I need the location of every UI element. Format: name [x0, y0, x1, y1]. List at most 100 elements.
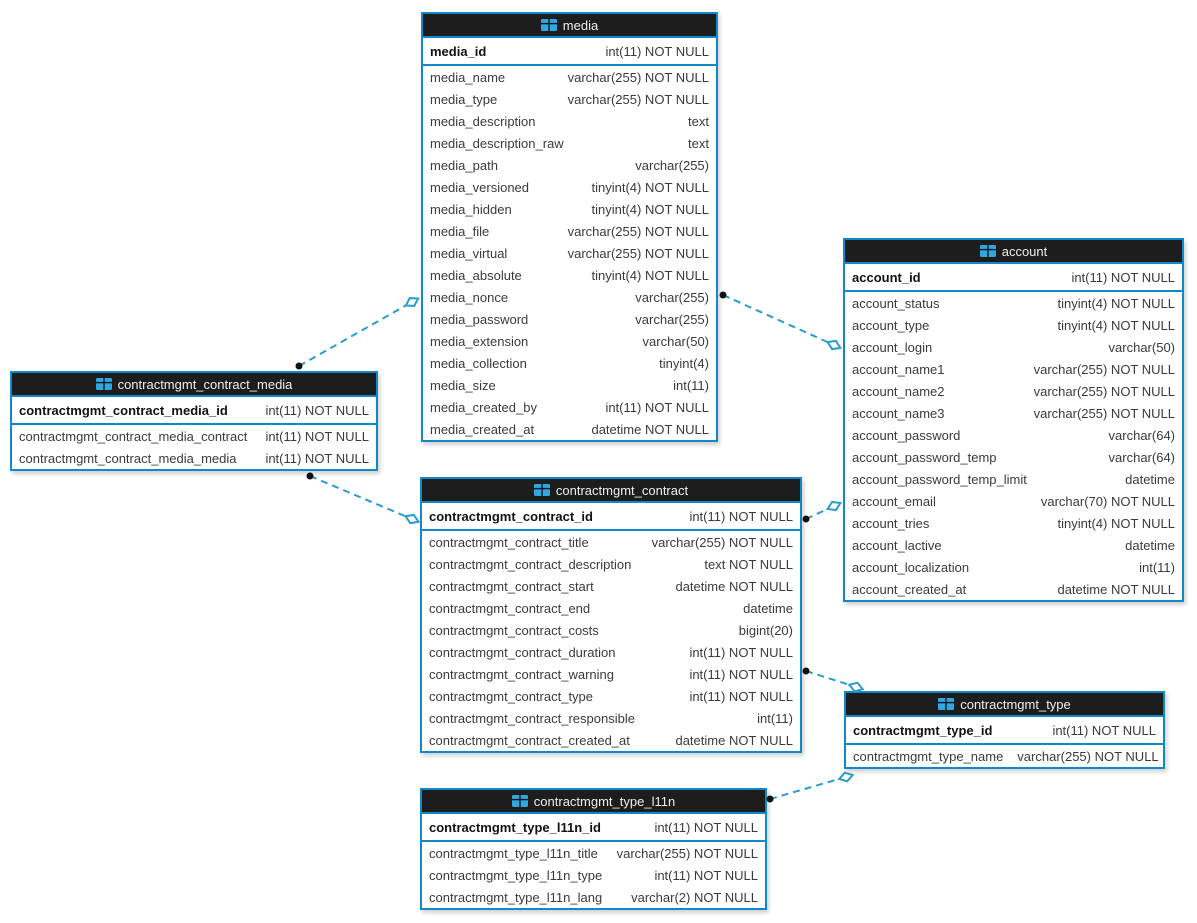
table-row: media_size int(11): [423, 374, 716, 396]
primary-key-section: contractmgmt_type_l11n_id int(11) NOT NU…: [422, 814, 765, 842]
column-name: media_name: [430, 69, 506, 85]
column-name: contractmgmt_contract_title: [429, 534, 589, 550]
table-row: media_absolute tinyint(4) NOT NULL: [423, 264, 716, 286]
column-type: int(11) NOT NULL: [689, 644, 793, 660]
columns-section: contractmgmt_contract_media_contract int…: [12, 425, 376, 469]
column-name: contractmgmt_type_name: [853, 748, 1004, 764]
table-header[interactable]: account: [845, 240, 1182, 264]
column-type: varchar(50): [642, 333, 709, 349]
column-type: text NOT NULL: [704, 556, 793, 572]
table-row: account_id int(11) NOT NULL: [845, 264, 1182, 290]
table-contractmgmt_contract[interactable]: contractmgmt_contract contractmgmt_contr…: [420, 477, 802, 753]
column-type: tinyint(4) NOT NULL: [1057, 295, 1175, 311]
column-name: contractmgmt_type_l11n_lang: [429, 889, 603, 905]
column-type: int(11) NOT NULL: [1052, 722, 1156, 738]
column-name: media_collection: [430, 355, 527, 371]
column-name: contractmgmt_contract_costs: [429, 622, 599, 638]
table-row: account_lactive datetime: [845, 534, 1182, 556]
table-row: contractmgmt_contract_end datetime: [422, 597, 800, 619]
column-type: int(11): [757, 710, 793, 726]
column-name: contractmgmt_contract_media_media: [19, 450, 237, 466]
column-type: varchar(255) NOT NULL: [567, 223, 709, 239]
column-type: datetime: [743, 600, 793, 616]
column-type: tinyint(4) NOT NULL: [591, 267, 709, 283]
column-type: int(11) NOT NULL: [654, 867, 758, 883]
column-type: varchar(255): [635, 289, 709, 305]
table-row: contractmgmt_contract_media_contract int…: [12, 425, 376, 447]
column-name: media_created_by: [430, 399, 537, 415]
table-title: contractmgmt_type_l11n: [533, 793, 676, 809]
table-grid-icon: [979, 245, 996, 257]
column-type: int(11): [673, 377, 709, 393]
column-type: int(11) NOT NULL: [689, 508, 793, 524]
column-type: varchar(70) NOT NULL: [1040, 493, 1175, 509]
table-title: media: [562, 17, 599, 33]
table-row: media_created_at datetime NOT NULL: [423, 418, 716, 440]
table-contractmgmt_contract_media[interactable]: contractmgmt_contract_media contractmgmt…: [10, 371, 378, 471]
column-type: text: [688, 113, 709, 129]
column-name: contractmgmt_contract_media_id: [19, 402, 228, 418]
column-type: tinyint(4) NOT NULL: [1057, 515, 1175, 531]
table-row: account_type tinyint(4) NOT NULL: [845, 314, 1182, 336]
column-name: media_absolute: [430, 267, 522, 283]
column-type: int(11) NOT NULL: [265, 428, 369, 444]
column-name: media_path: [430, 157, 498, 173]
column-type: varchar(255) NOT NULL: [651, 534, 793, 550]
table-header[interactable]: contractmgmt_type_l11n: [422, 790, 765, 814]
column-name: account_tries: [852, 515, 930, 531]
table-media[interactable]: media media_id int(11) NOT NULL media_na…: [421, 12, 718, 442]
table-row: media_path varchar(255): [423, 154, 716, 176]
column-name: account_type: [852, 317, 930, 333]
columns-section: media_name varchar(255) NOT NULL media_t…: [423, 66, 716, 440]
table-row: media_virtual varchar(255) NOT NULL: [423, 242, 716, 264]
table-row: contractmgmt_contract_title varchar(255)…: [422, 531, 800, 553]
table-header[interactable]: contractmgmt_contract: [422, 479, 800, 503]
table-row: account_password varchar(64): [845, 424, 1182, 446]
table-header[interactable]: media: [423, 14, 716, 38]
column-type: varchar(255): [635, 157, 709, 173]
column-type: tinyint(4): [659, 355, 709, 371]
column-name: media_extension: [430, 333, 529, 349]
column-name: contractmgmt_contract_created_at: [429, 732, 630, 748]
table-row: contractmgmt_type_l11n_type int(11) NOT …: [422, 864, 765, 886]
column-name: media_password: [430, 311, 529, 327]
table-row: media_versioned tinyint(4) NOT NULL: [423, 176, 716, 198]
column-name: account_lactive: [852, 537, 942, 553]
column-name: account_name1: [852, 361, 945, 377]
table-title: contractmgmt_contract: [555, 482, 689, 498]
table-contractmgmt_type[interactable]: contractmgmt_type contractmgmt_type_id i…: [844, 691, 1165, 769]
table-row: contractmgmt_contract_start datetime NOT…: [422, 575, 800, 597]
table-header[interactable]: contractmgmt_type: [846, 693, 1163, 717]
column-type: varchar(50): [1108, 339, 1175, 355]
column-type: int(11) NOT NULL: [265, 402, 369, 418]
column-type: varchar(255) NOT NULL: [567, 69, 709, 85]
table-row: media_name varchar(255) NOT NULL: [423, 66, 716, 88]
table-account[interactable]: account account_id int(11) NOT NULL acco…: [843, 238, 1184, 602]
table-grid-icon: [95, 378, 112, 390]
column-type: int(11) NOT NULL: [605, 399, 709, 415]
column-name: account_password: [852, 427, 961, 443]
table-row: contractmgmt_type_id int(11) NOT NULL: [846, 717, 1163, 743]
table-contractmgmt_type_l11n[interactable]: contractmgmt_type_l11n contractmgmt_type…: [420, 788, 767, 910]
column-name: media_versioned: [430, 179, 530, 195]
column-type: varchar(255) NOT NULL: [1033, 405, 1175, 421]
column-type: datetime NOT NULL: [1057, 581, 1175, 597]
column-type: varchar(255) NOT NULL: [1017, 748, 1159, 764]
column-name: media_hidden: [430, 201, 512, 217]
table-grid-icon: [938, 698, 955, 710]
table-row: contractmgmt_type_l11n_title varchar(255…: [422, 842, 765, 864]
column-type: int(11) NOT NULL: [689, 666, 793, 682]
columns-section: contractmgmt_type_name varchar(255) NOT …: [846, 745, 1163, 767]
column-name: account_password_temp_limit: [852, 471, 1027, 487]
column-name: contractmgmt_type_id: [853, 722, 993, 738]
column-name: account_created_at: [852, 581, 967, 597]
column-name: account_id: [852, 269, 921, 285]
primary-key-section: contractmgmt_contract_media_id int(11) N…: [12, 397, 376, 425]
column-type: varchar(255) NOT NULL: [567, 91, 709, 107]
column-name: media_created_at: [430, 421, 535, 437]
table-row: media_created_by int(11) NOT NULL: [423, 396, 716, 418]
table-row: contractmgmt_contract_media_media int(11…: [12, 447, 376, 469]
table-header[interactable]: contractmgmt_contract_media: [12, 373, 376, 397]
column-type: int(11) NOT NULL: [605, 43, 709, 59]
